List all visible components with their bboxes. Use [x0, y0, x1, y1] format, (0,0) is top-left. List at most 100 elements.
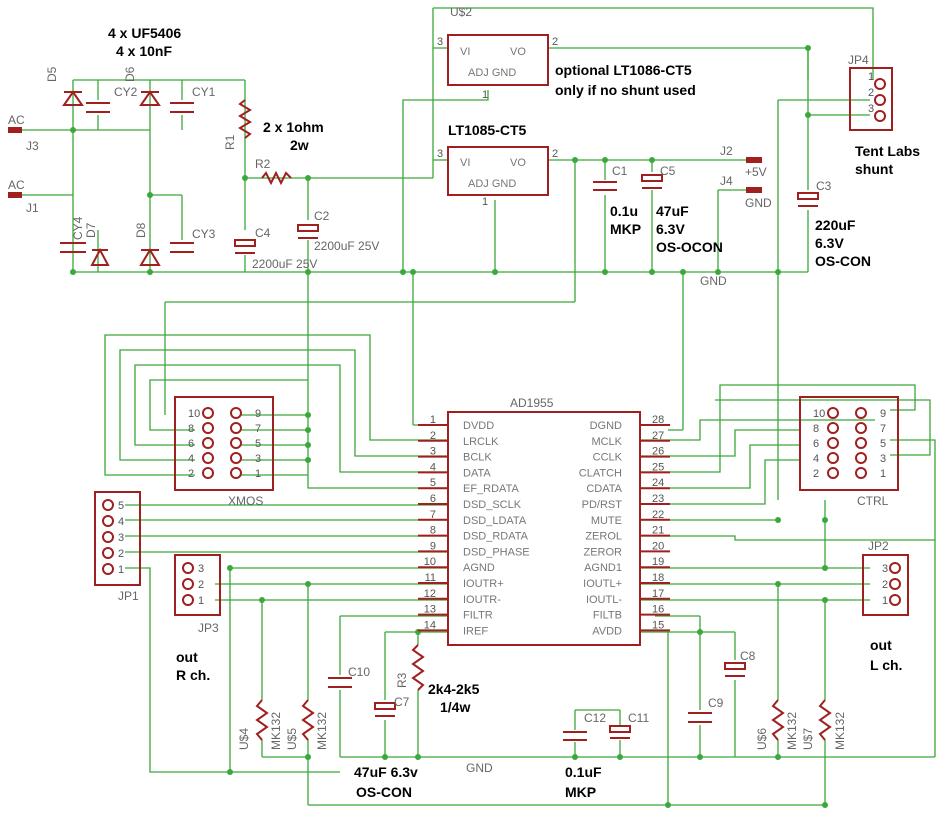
gnd-label-bottom: GND: [466, 761, 493, 775]
chip-pin-num: 21: [652, 525, 664, 537]
chip-pin-num: 25: [652, 461, 664, 473]
header-pin-num: 5: [255, 438, 261, 450]
chip-pin-name: DATA: [463, 467, 491, 479]
svg-text:C7: C7: [394, 695, 410, 709]
note-outL-2: L ch.: [870, 657, 902, 673]
header-pin-num: 9: [880, 408, 886, 420]
cap-cy2: CY2: [86, 85, 138, 113]
chip-pin-name: AVDD: [592, 625, 622, 637]
svg-text:U$5: U$5: [285, 728, 299, 750]
cap-cy1: CY1: [170, 85, 216, 113]
header-pin-num: 4: [813, 453, 819, 465]
header-pin-num: 3: [880, 453, 886, 465]
header-pin-num: 2: [188, 468, 194, 480]
cap-c12: C12: [563, 711, 606, 741]
header-pin-num: 2: [813, 468, 819, 480]
regulator-us1: VI VO ADJ GND 3 2 1: [437, 146, 558, 208]
chip-pin-num: 5: [430, 477, 436, 489]
chip-pin-name: DVDD: [463, 420, 494, 432]
annotations: 4 x UF5406 4 x 10nF 2 x 1ohm 2w LT1085-C…: [108, 25, 920, 800]
svg-text:U$6: U$6: [755, 728, 769, 750]
chip-pin-num: 18: [652, 572, 664, 584]
note-c5-3: OS-OCON: [656, 239, 723, 255]
note-c3-3: OS-CON: [815, 253, 871, 269]
svg-text:C5: C5: [660, 164, 676, 178]
connector-j4: J4 GND: [720, 174, 772, 210]
header-pin-num: 3: [198, 563, 204, 575]
header-pin: [827, 437, 839, 449]
note-r3-2: 1/4w: [440, 699, 470, 715]
chip-pin-name: IOUTR+: [463, 578, 504, 590]
chip-pin-num: 26: [652, 446, 664, 458]
reg2-vi: VI: [460, 46, 470, 58]
regulator-us2: VI VO ADJ GND 3 2 1 U$2: [437, 5, 558, 101]
note-c11-2: MKP: [565, 784, 596, 800]
chip-pin-num: 16: [652, 604, 664, 616]
note-c11-1: 0.1uF: [565, 764, 602, 780]
svg-text:JP4: JP4: [848, 53, 869, 67]
svg-text:MK132: MK132: [833, 712, 847, 750]
header-pin: [230, 407, 242, 419]
chip-pin-name: ZEROL: [585, 531, 622, 543]
header-pin-num: 7: [255, 423, 261, 435]
note-c3-2: 6.3V: [815, 235, 844, 251]
resistor-r2: R2: [255, 157, 292, 186]
chip-pin-name: FILTB: [593, 610, 622, 622]
chip-pin-name: CCLK: [593, 452, 623, 464]
cap-c10: C10: [328, 665, 370, 688]
svg-text:CY3: CY3: [192, 227, 216, 241]
note-r3-1: 2k4-2k5: [428, 681, 480, 697]
svg-text:D8: D8: [134, 222, 148, 238]
resistor-r3: R3: [395, 644, 425, 691]
header-pin: [230, 437, 242, 449]
svg-text:C10: C10: [348, 665, 370, 679]
header-pin-num: 6: [188, 438, 194, 450]
svg-text:C9: C9: [708, 696, 724, 710]
chip-pin-name: DGND: [590, 420, 622, 432]
header-pin-num: 10: [188, 408, 200, 420]
note-diodes-1: 4 x UF5406: [108, 25, 181, 41]
gnd-label-top: GND: [700, 274, 727, 288]
header-pin: [855, 407, 867, 419]
svg-text:3: 3: [437, 148, 443, 160]
note-outR-2: R ch.: [176, 667, 210, 683]
chip-pin-num: 3: [430, 446, 436, 458]
header-pin-num: 1: [880, 468, 886, 480]
chip-pin-num: 12: [424, 588, 436, 600]
reg1-vi: VI: [460, 157, 470, 169]
chip-pin-num: 19: [652, 556, 664, 568]
chip-pin-name: FILTR: [463, 610, 493, 622]
svg-text:CTRL: CTRL: [857, 494, 889, 508]
svg-text:C4: C4: [255, 226, 271, 240]
svg-text:3: 3: [437, 36, 443, 48]
chip-pin-name: CDATA: [586, 483, 622, 495]
chip-pin-name: LRCLK: [463, 436, 499, 448]
chip-pin-name: DSD_RDATA: [463, 531, 529, 543]
header-pin-num: 8: [188, 423, 194, 435]
svg-text:C8: C8: [740, 649, 756, 663]
resistor-us7: U$7 MK132: [801, 699, 847, 750]
svg-text:D5: D5: [45, 66, 59, 82]
svg-text:2200uF 25V: 2200uF 25V: [252, 257, 317, 271]
reg2-vo: VO: [510, 46, 526, 58]
header-pin-num: 2: [118, 548, 124, 560]
svg-text:J2: J2: [720, 144, 733, 158]
chip-pin-name: DSD_SCLK: [463, 499, 522, 511]
svg-text:1: 1: [482, 196, 488, 208]
header-jp2: 321 JP2: [862, 539, 909, 616]
chip-pin-num: 13: [424, 604, 436, 616]
chip-pin-num: 17: [652, 588, 664, 600]
header-pin-num: 7: [880, 423, 886, 435]
header-pin-num: 3: [882, 563, 888, 575]
header-pin: [855, 452, 867, 464]
svg-text:CY4: CY4: [71, 216, 85, 240]
header-pin: [202, 437, 214, 449]
header-pin: [827, 422, 839, 434]
header-pin: [202, 407, 214, 419]
chip-pin-num: 20: [652, 540, 664, 552]
chip-pin-num: 27: [652, 430, 664, 442]
